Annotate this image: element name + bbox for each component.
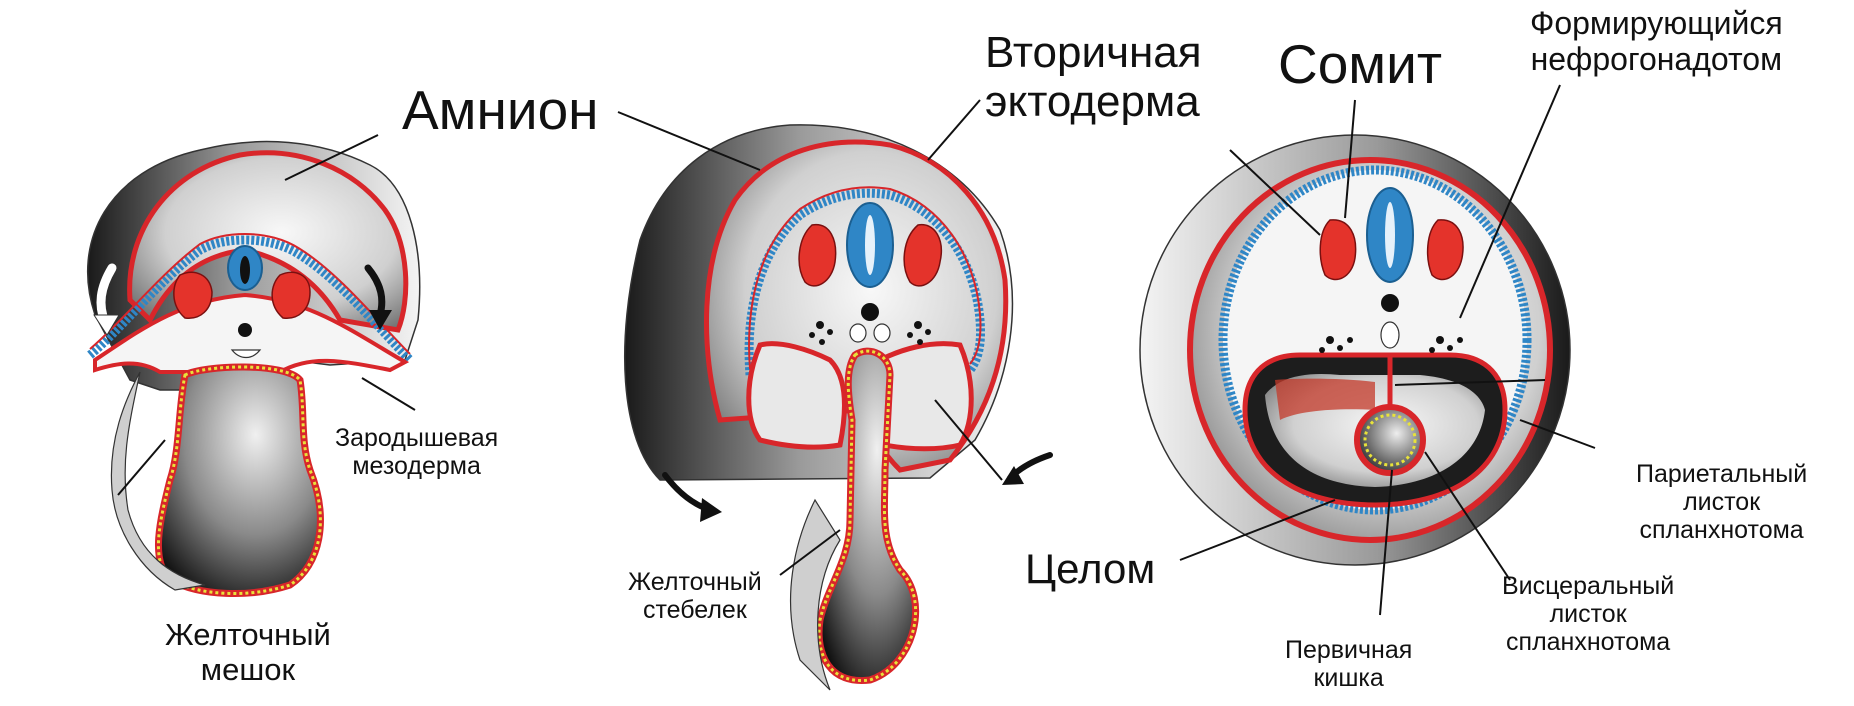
label-line: нефрогонадотом <box>1530 42 1783 78</box>
label-line: Зародышевая <box>335 424 498 452</box>
somite-2a <box>799 225 836 286</box>
label-line: спланхнотома <box>1502 628 1674 656</box>
label-line: Висцеральный <box>1502 572 1674 600</box>
label-line: эктодерма <box>985 77 1202 126</box>
label-visceral-layer: Висцеральный листок спланхнотома <box>1502 572 1674 656</box>
somite-3b <box>1428 220 1463 280</box>
label-line: Формирующийся <box>1530 6 1783 42</box>
primary-gut-3 <box>1357 407 1423 473</box>
notochord-2 <box>861 303 879 321</box>
notochord-1 <box>238 323 252 337</box>
notochord-3 <box>1381 294 1399 312</box>
embryo-stage-1 <box>88 135 420 594</box>
yolk-sac-1 <box>158 367 320 594</box>
label-line: спланхнотома <box>1636 516 1807 544</box>
embryo-stage-3 <box>1140 85 1595 615</box>
label-primary-gut: Первичная кишка <box>1285 636 1412 692</box>
label-line: Париетальный <box>1636 460 1807 488</box>
label-line: Первичная <box>1285 636 1412 664</box>
label-secondary-ectoderm: Вторичная эктодерма <box>985 28 1202 127</box>
label-line: листок <box>1502 600 1674 628</box>
label-amnion: Амнион <box>402 80 599 142</box>
label-line: мезодерма <box>335 452 498 480</box>
label-somite: Сомит <box>1278 34 1442 96</box>
label-yolk-sac: Желточный мешок <box>165 618 331 687</box>
label-line: стебелек <box>628 596 762 624</box>
somite-3a <box>1320 220 1355 280</box>
coelom-left-2 <box>749 344 845 447</box>
label-line: Желточный <box>628 568 762 596</box>
label-embryonic-mesoderm: Зародышевая мезодерма <box>335 424 498 480</box>
label-parietal-layer: Париетальный листок спланхнотома <box>1636 460 1807 544</box>
label-coelom: Целом <box>1025 545 1155 592</box>
label-line: листок <box>1636 488 1807 516</box>
label-yolk-stalk: Желточный стебелек <box>628 568 762 624</box>
somite-1a <box>174 272 212 318</box>
label-line: кишка <box>1285 664 1412 692</box>
label-line: Вторичная <box>985 28 1202 77</box>
label-nephrogonadotome: Формирующийся нефрогонадотом <box>1530 6 1783 78</box>
label-line: Желточный <box>165 618 331 653</box>
label-line: мешок <box>165 653 331 688</box>
